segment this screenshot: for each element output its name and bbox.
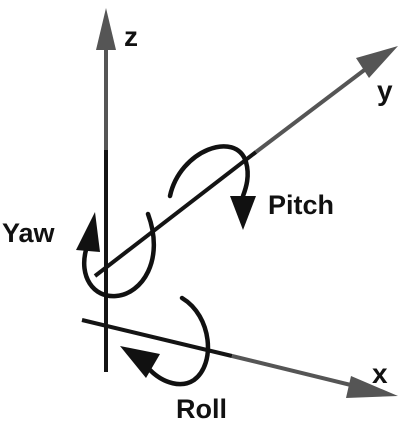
y-axis-line-lower bbox=[93, 150, 258, 278]
yaw-label: Yaw bbox=[2, 218, 56, 248]
yaw-rotation-arrow: Yaw bbox=[2, 211, 156, 299]
y-axis-arrowhead bbox=[356, 46, 398, 78]
y-axis: y bbox=[93, 46, 398, 278]
pitch-rotation-arrow: Pitch bbox=[167, 144, 334, 230]
roll-label: Roll bbox=[176, 394, 227, 421]
yaw-arc bbox=[82, 211, 156, 299]
x-axis-arrowhead bbox=[346, 376, 398, 398]
pitch-label: Pitch bbox=[268, 190, 334, 220]
yaw-arrowhead bbox=[76, 212, 100, 252]
y-axis-label: y bbox=[377, 75, 393, 106]
y-axis-line-upper bbox=[254, 66, 369, 154]
roll-arrowhead bbox=[120, 346, 160, 378]
x-axis-label: x bbox=[372, 358, 388, 389]
z-axis-arrowhead bbox=[96, 8, 116, 50]
z-axis: z bbox=[96, 8, 138, 372]
x-axis-line-gray bbox=[231, 354, 356, 388]
x-axis: x bbox=[81, 318, 398, 398]
pitch-arc-upper bbox=[167, 144, 250, 199]
z-axis-label: z bbox=[124, 21, 138, 52]
pitch-arrowhead bbox=[230, 196, 256, 230]
roll-rotation-arrow: Roll bbox=[120, 295, 227, 421]
roll-arc bbox=[147, 295, 211, 387]
